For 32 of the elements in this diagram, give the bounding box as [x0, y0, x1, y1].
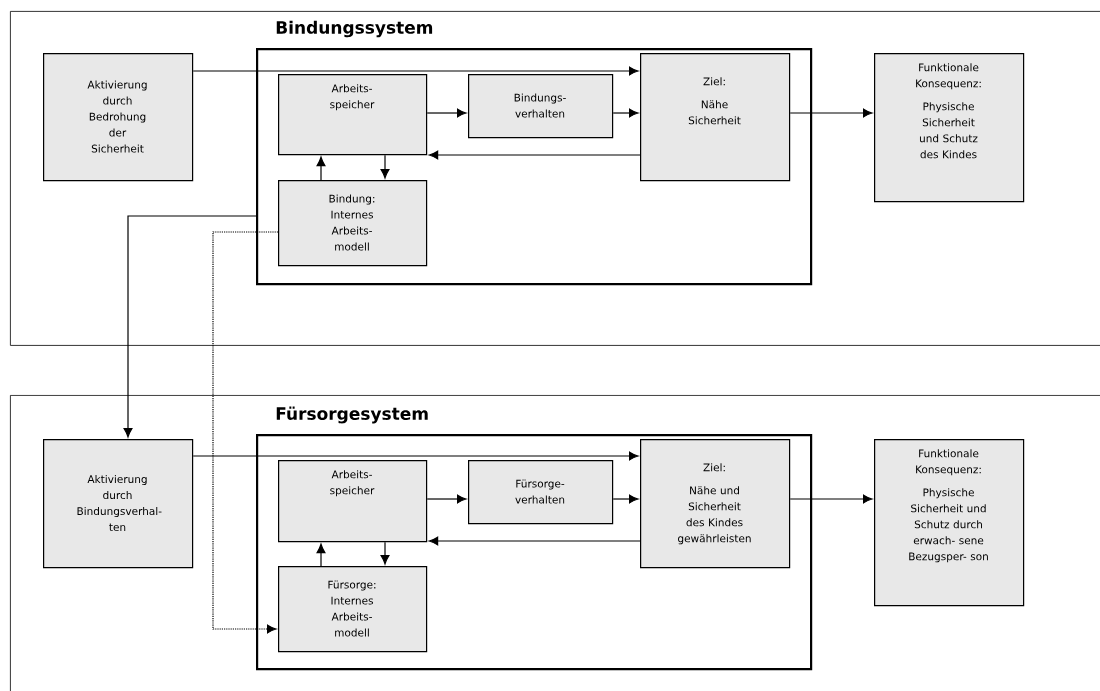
panel-frame: [10, 395, 1100, 691]
arrow: [316, 543, 326, 567]
arrow: [428, 150, 641, 160]
arrow: [789, 494, 873, 504]
process-box: Arbeits- speicher: [278, 460, 428, 543]
arrow: [426, 108, 467, 118]
arrow: [380, 154, 390, 179]
arrow: [316, 156, 326, 181]
node-label: Fürsorgesystem: [276, 406, 428, 424]
arrow: [123, 215, 257, 438]
arrow: [612, 108, 639, 118]
process-box: Aktivierung durch Bedrohung der Sicherheit: [43, 53, 194, 182]
process-box: Ziel: Nähe und Sicherheit des Kindes gewährleisten: [640, 439, 791, 569]
process-box: Fürsorge- verhalten: [468, 460, 614, 525]
arrow: [426, 494, 467, 504]
arrow: [380, 541, 390, 565]
arrow: [192, 66, 639, 76]
process-box: Arbeits- speicher: [278, 74, 428, 156]
arrow: [192, 451, 639, 461]
process-box: Ziel: Nähe Sicherheit: [640, 53, 791, 182]
process-box: Funktionale Konsequenz: Physische Sicherheit und Schutz durch erwach- sene Bezugsper- son: [874, 439, 1025, 607]
process-box: Bindung: Internes Arbeits- modell: [278, 180, 428, 267]
node-label: Bindungssystem: [276, 20, 433, 38]
panel-frame: [10, 11, 1100, 346]
process-box: Funktionale Konsequenz: Physische Sicherheit und Schutz des Kindes: [874, 53, 1025, 203]
arrow: [789, 108, 873, 118]
arrow: [612, 494, 639, 504]
process-box: Fürsorge: Internes Arbeits- modell: [278, 566, 428, 653]
process-box: Bindungs- verhalten: [468, 74, 614, 139]
arrow: [428, 536, 641, 546]
arrow: [212, 231, 279, 634]
process-box: Aktivierung durch Bindungsverhal- ten: [43, 439, 194, 569]
